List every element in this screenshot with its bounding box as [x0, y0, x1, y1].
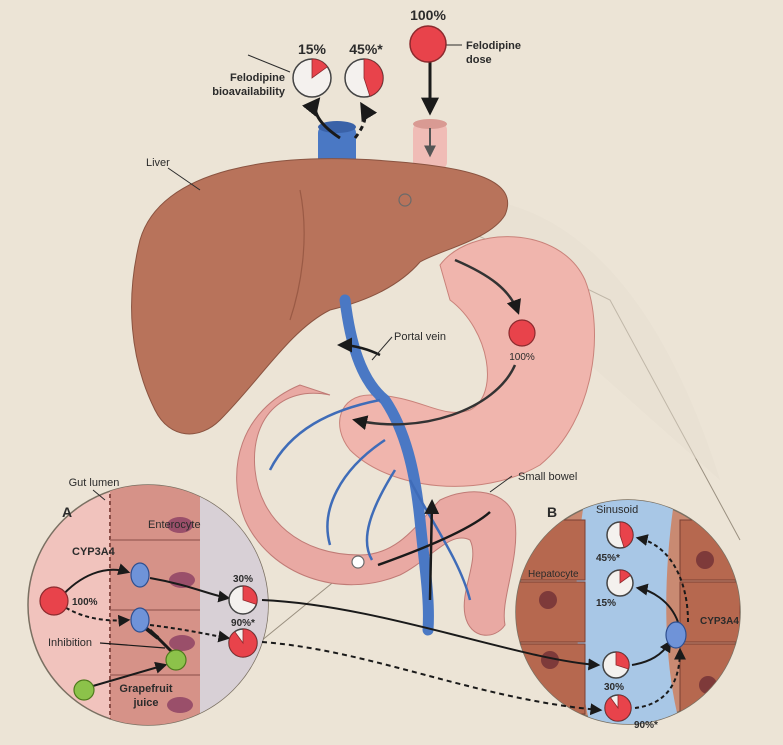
a-arrow-to-cyp — [59, 563, 131, 599]
portal-vein — [339, 294, 434, 636]
pie-slice — [619, 569, 632, 584]
liver-leader — [167, 167, 201, 191]
b-arrow-30-to-cyp — [631, 639, 672, 666]
a-pie-90 — [228, 628, 258, 658]
pie-slice — [363, 58, 384, 97]
sinusoid-label: Sinusoid — [596, 504, 638, 516]
pie-slice — [604, 694, 632, 722]
panel-b-letter: B — [547, 504, 557, 520]
liver — [131, 158, 508, 435]
grapefruit-molecule-1 — [165, 649, 187, 671]
gut-lumen-label: Gut lumen — [69, 477, 120, 489]
panel-a-letter: A — [62, 504, 72, 520]
liver-lobe-line — [289, 189, 305, 321]
dose-pct: 100% — [410, 7, 446, 23]
bioavailability-pie-15 — [292, 58, 332, 98]
b-pie-15 — [606, 569, 634, 597]
pie-slice — [242, 585, 258, 605]
bio-leader — [247, 54, 291, 73]
panel-a-magnifier — [27, 484, 269, 726]
panel-b-magnifier — [515, 499, 741, 725]
grapefruit-molecule-2 — [73, 679, 95, 701]
inhibition-label: Inhibition — [48, 637, 92, 649]
portal-up-arrow — [424, 499, 440, 601]
pie-slice — [615, 651, 630, 670]
gut-lumen-leader — [92, 489, 106, 501]
b-cyp3a4-enzyme — [665, 621, 687, 649]
b-pct-15: 15% — [596, 598, 616, 609]
bioavailability-pie-45 — [344, 58, 384, 98]
b-arrow-90-to-cyp — [634, 647, 686, 709]
inhibition-pointer — [99, 642, 166, 649]
pie-slice — [228, 628, 258, 658]
grapefruit-label-2: juice — [132, 697, 158, 709]
b-pie-45 — [606, 521, 634, 549]
bio-pct-1: 15% — [298, 41, 327, 57]
bio-label-1: Felodipine — [230, 72, 285, 84]
bowel-leader — [489, 475, 513, 493]
dose-label-1: Felodipine — [466, 40, 521, 52]
b-pie-30 — [602, 651, 630, 679]
dose-label-2: dose — [466, 54, 492, 66]
bio-pct-2: 45%* — [349, 41, 383, 57]
pie-slice — [619, 521, 634, 548]
portal-vein-label: Portal vein — [394, 331, 446, 343]
stomach-drug-circle — [508, 319, 536, 347]
portal-leader — [371, 336, 393, 361]
b-arrow-to-15 — [635, 583, 679, 623]
liver-callout-circle — [398, 193, 412, 207]
a-pie-30 — [228, 585, 258, 615]
a-cyp3a4-enzyme-2 — [130, 607, 150, 633]
hepatocyte-label: Hepatocyte — [528, 569, 579, 580]
a-cyp3a4-label: CYP3A4 — [72, 546, 116, 558]
grapefruit-label-1: Grapefruit — [119, 683, 173, 695]
vein-arrow-1 — [301, 97, 341, 140]
grapefruit-arrow — [85, 661, 168, 689]
b-arrow-to-45 — [635, 534, 689, 623]
bowel-callout-circle — [351, 555, 365, 569]
cross-arrow-30 — [261, 599, 601, 671]
cross-arrow-90 — [261, 641, 603, 716]
small-bowel-label: Small bowel — [518, 471, 577, 483]
stomach-pct: 100% — [509, 352, 535, 363]
pie-slice — [311, 58, 328, 79]
bio-label-2: bioavailability — [212, 86, 286, 98]
a-out-pct-1: 30% — [233, 574, 253, 585]
a-out-pct-2: 90%* — [231, 618, 255, 629]
enterocyte-label: Enterocyte — [148, 519, 201, 531]
vein-arrow-2 — [353, 101, 378, 139]
a-arrow-to-cyp-2 — [59, 603, 131, 627]
bowel-curve — [377, 511, 491, 567]
b-pct-45: 45%* — [596, 553, 620, 564]
b-cyp3a4-label: CYP3A4 — [700, 616, 739, 627]
a-input-circle — [39, 586, 69, 616]
a-input-pct: 100% — [72, 597, 98, 608]
b-pie-90 — [604, 694, 632, 722]
a-arrow-to-30 — [149, 577, 231, 603]
mesenteric-veins — [268, 398, 472, 601]
a-cyp3a4-enzyme-1 — [130, 562, 150, 588]
b-pct-30: 30% — [604, 682, 624, 693]
stomach-arrow-out — [352, 364, 517, 431]
dose-circle — [409, 25, 447, 63]
b-pct-90: 90%* — [634, 720, 658, 731]
stomach-arrow-in — [454, 258, 521, 315]
a-arrow-to-90 — [149, 624, 231, 643]
small-bowel — [236, 384, 517, 636]
liver-label: Liver — [146, 157, 170, 169]
